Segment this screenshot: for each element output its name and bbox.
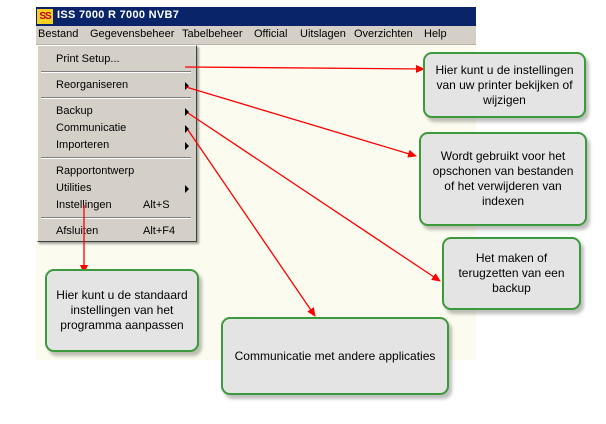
menu-item-communicatie[interactable]: Communicatie	[38, 121, 196, 137]
menu-bar: Bestand Gegevensbeheer Tabelbeheer Offic…	[36, 26, 476, 45]
menu-separator	[41, 157, 191, 159]
callout-instellingen: Hier kunt u de standaard instellingen va…	[45, 269, 199, 352]
callout-communicatie: Communicatie met andere applicaties	[221, 317, 449, 395]
menu-separator	[41, 217, 191, 219]
menu-item-label: Backup	[56, 105, 93, 117]
menu-uitslagen[interactable]: Uitslagen	[300, 28, 346, 40]
menu-item-label: Utilities	[56, 182, 92, 194]
menu-separator	[41, 97, 191, 99]
menu-item-label: Afsluiten	[56, 225, 99, 237]
menu-item-rapportontwerp[interactable]: Rapportontwerp	[38, 164, 196, 180]
menu-item-label: Importeren	[56, 139, 110, 151]
menu-item-reorganiseren[interactable]: Reorganiseren	[38, 78, 196, 94]
menu-item-print-setup[interactable]: Print Setup...	[38, 52, 196, 68]
menu-help[interactable]: Help	[424, 28, 447, 40]
menu-item-shortcut: Alt+F4	[143, 225, 176, 237]
menu-item-backup[interactable]: Backup	[38, 104, 196, 120]
submenu-arrow-icon	[185, 125, 189, 133]
arrow-reorganiseren	[185, 86, 417, 158]
menu-separator	[41, 71, 191, 73]
menu-item-utilities[interactable]: Utilities	[38, 181, 196, 197]
menu-gegevensbeheer[interactable]: Gegevensbeheer	[90, 28, 175, 40]
submenu-arrow-icon	[185, 108, 189, 116]
callout-reorganiseren: Wordt gebruikt voor het opschonen van be…	[419, 132, 587, 226]
arrow-backup	[187, 112, 441, 282]
callout-backup: Het maken of terugzetten van een backup	[442, 237, 581, 310]
menu-official[interactable]: Official	[254, 28, 288, 40]
app-icon: SS	[37, 9, 53, 24]
submenu-arrow-icon	[185, 142, 189, 150]
menu-overzichten[interactable]: Overzichten	[354, 28, 413, 40]
bestand-dropdown: Print Setup... Reorganiseren Backup Comm…	[37, 45, 197, 242]
menu-item-label: Reorganiseren	[56, 79, 129, 91]
submenu-arrow-icon	[185, 185, 189, 193]
submenu-arrow-icon	[185, 82, 189, 90]
menu-item-label: Communicatie	[56, 122, 127, 134]
menu-item-label: Rapportontwerp	[56, 165, 135, 177]
menu-item-importeren[interactable]: Importeren	[38, 138, 196, 154]
menu-item-shortcut: Alt+S	[143, 199, 170, 211]
menu-tabelbeheer[interactable]: Tabelbeheer	[182, 28, 243, 40]
menu-item-label: Print Setup...	[56, 53, 120, 65]
menu-bestand[interactable]: Bestand	[38, 28, 79, 40]
window-title: ISS 7000 R 7000 NVB7	[57, 9, 180, 21]
callout-print-setup: Hier kunt u de instellingen van uw print…	[423, 52, 586, 118]
arrow-print-setup	[184, 64, 425, 73]
arrow-communicatie	[187, 129, 316, 317]
menu-item-afsluiten[interactable]: Afsluiten Alt+F4	[38, 224, 196, 240]
title-bar: SS ISS 7000 R 7000 NVB7	[36, 7, 476, 26]
